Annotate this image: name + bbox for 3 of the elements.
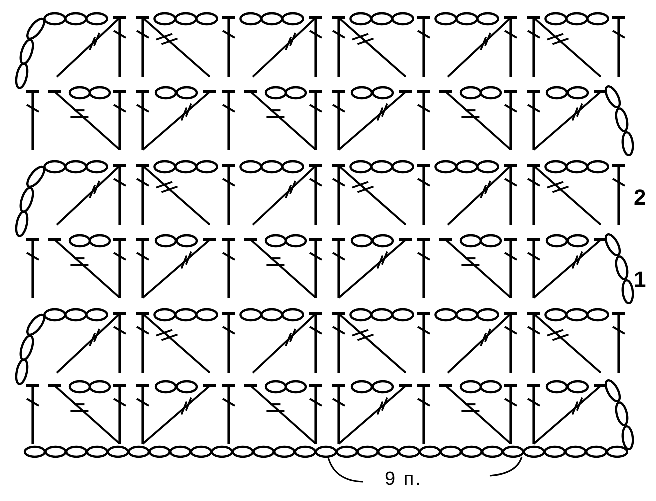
- row-number: 2: [634, 187, 646, 209]
- stitch-count-label: 9 п.: [385, 470, 422, 489]
- row-number: 1: [634, 269, 646, 291]
